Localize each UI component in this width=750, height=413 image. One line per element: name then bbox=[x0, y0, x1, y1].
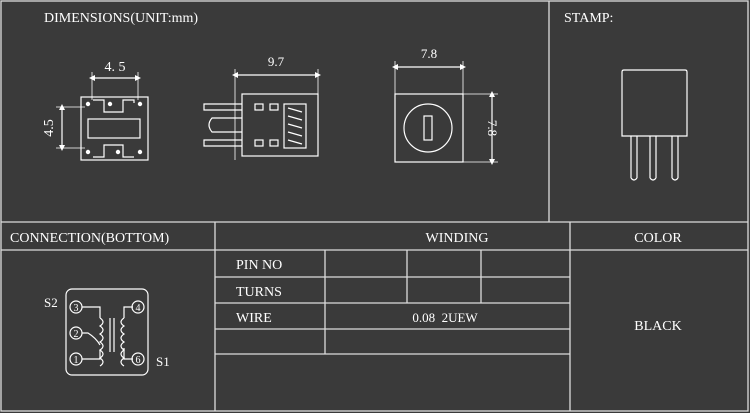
side-view-pad bbox=[269, 139, 279, 147]
stamp-title: STAMP: bbox=[564, 11, 613, 26]
pin-4-circle bbox=[131, 300, 145, 314]
side-view-pad bbox=[254, 103, 264, 111]
pin-1-circle bbox=[69, 352, 83, 366]
stamp-pin bbox=[630, 136, 638, 181]
dimensions-title: DIMENSIONS(UNIT:mm) bbox=[44, 11, 198, 26]
connection-body bbox=[65, 288, 149, 376]
pad-dot bbox=[107, 101, 113, 107]
pin-3-label: 3 bbox=[74, 303, 79, 314]
side-view-pad bbox=[254, 139, 264, 147]
primary-leads bbox=[82, 306, 101, 360]
pad-dot bbox=[85, 149, 91, 155]
pin-6-label: 6 bbox=[136, 355, 141, 366]
bottom-view-slots bbox=[93, 99, 135, 158]
top-view-slot bbox=[423, 115, 433, 141]
s2-label: S2 bbox=[44, 295, 58, 310]
pad-dot bbox=[115, 149, 121, 155]
pin-1-label: 1 bbox=[74, 355, 79, 366]
stamp-drawing bbox=[621, 69, 688, 181]
color-value: BLACK bbox=[634, 319, 681, 334]
side-view-drawing bbox=[203, 69, 321, 160]
side-view-pad bbox=[269, 103, 279, 111]
side-view-body bbox=[241, 93, 319, 157]
bottom-view-center-bar bbox=[87, 118, 141, 139]
side-view-coil-window bbox=[283, 103, 307, 149]
row-label-turns: TURNS bbox=[236, 285, 282, 300]
stamp-pin bbox=[671, 136, 679, 181]
s1-label: S1 bbox=[156, 354, 170, 369]
pad-dot bbox=[85, 101, 91, 107]
top-width-label: 7.8 bbox=[421, 46, 437, 61]
row-label-pin-no: PIN NO bbox=[236, 258, 282, 273]
pad-dot bbox=[137, 149, 143, 155]
pin-6-circle bbox=[131, 352, 145, 366]
connection-title: CONNECTION(BOTTOM) bbox=[10, 231, 170, 246]
wire-value: 0.08 2UEW bbox=[412, 310, 478, 325]
top-height-label: 7.8 bbox=[485, 120, 500, 136]
stamp-pin bbox=[649, 136, 657, 181]
row-label-wire: WIRE bbox=[236, 311, 272, 326]
bottom-view-body bbox=[80, 96, 149, 161]
side-length-label: 9.7 bbox=[268, 54, 285, 69]
pin-2-label: 2 bbox=[74, 329, 79, 340]
connection-diagram bbox=[65, 288, 149, 376]
bottom-height-label: 4.5 bbox=[42, 119, 57, 137]
top-view-drawing bbox=[392, 61, 498, 165]
primary-coil bbox=[98, 317, 104, 367]
winding-title: WINDING bbox=[426, 231, 489, 246]
secondary-leads bbox=[123, 306, 133, 360]
top-view-body bbox=[394, 93, 464, 163]
stamp-component-body bbox=[621, 69, 688, 137]
top-view-core-circle bbox=[403, 103, 453, 153]
bottom-view-drawing bbox=[56, 72, 149, 161]
pad-dot bbox=[137, 101, 143, 107]
bottom-width-label: 4. 5 bbox=[105, 60, 126, 75]
pin-2-circle bbox=[69, 326, 83, 340]
color-title: COLOR bbox=[634, 231, 682, 246]
side-view-pins bbox=[203, 103, 242, 147]
pin-3-circle bbox=[69, 300, 83, 314]
side-view-coil-windings bbox=[287, 107, 303, 145]
pin-4-label: 4 bbox=[136, 303, 141, 314]
